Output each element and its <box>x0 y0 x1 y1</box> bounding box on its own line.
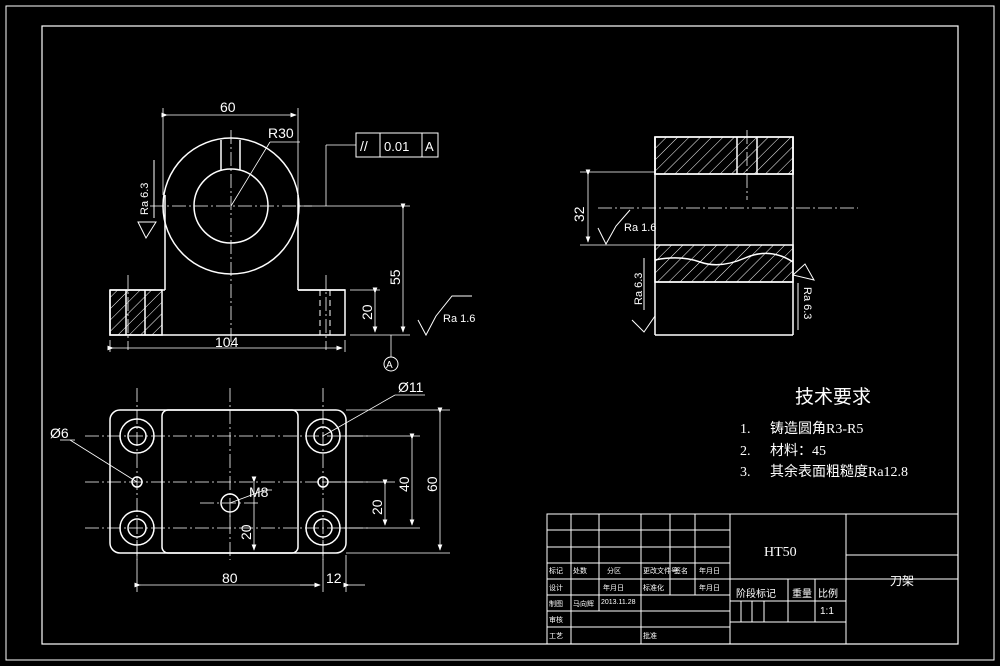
tb-part-name: 刀架 <box>890 574 915 588</box>
dim-inner: 40 <box>396 476 412 492</box>
tb-material: HT50 <box>764 545 797 560</box>
dim-total: 60 <box>424 476 440 492</box>
roughness-symbol-left <box>137 160 157 240</box>
tech-req-text: 其余表面粗糙度Ra12.8 <box>770 465 909 480</box>
tech-req-item-2: 2. 材料：45 <box>740 440 826 460</box>
tolerance-datum: A <box>425 139 434 154</box>
datum-label: A <box>386 360 393 371</box>
dim-thread: M8 <box>249 484 269 500</box>
dim-length: 80 <box>222 570 238 586</box>
side-centerlines <box>598 130 858 209</box>
dim-side-height: 32 <box>571 206 587 222</box>
tech-req-item-3: 3. 其余表面粗糙度Ra12.8 <box>740 461 908 481</box>
roughness-symbol-bottom <box>417 295 472 337</box>
dim-thread-offset: 20 <box>238 524 254 540</box>
datum-circle <box>383 356 399 372</box>
dim-height: 55 <box>387 269 403 285</box>
side-view <box>654 136 794 336</box>
plan-centerlines <box>85 388 370 560</box>
tb-zone: 分区 <box>607 568 621 575</box>
roughness-symbol-bore <box>597 209 631 246</box>
tb-stage-mark: 阶段标记 <box>736 589 776 600</box>
roughness-symbol-side-left <box>631 258 656 333</box>
dim-hole-large: Ø11 <box>398 379 424 395</box>
tech-req-text: 铸造圆角R3-R5 <box>770 422 864 437</box>
inner-border <box>41 25 959 645</box>
tolerance-symbol: // <box>360 138 368 154</box>
roughness-side-right: Ra 6.3 <box>801 287 813 319</box>
tb-date3: 年月日 <box>699 585 720 592</box>
tb-process: 工艺 <box>549 633 563 640</box>
roughness-left: Ra 6.3 <box>139 183 151 215</box>
dim-width: 60 <box>220 99 236 115</box>
tolerance-frame <box>355 132 439 158</box>
dim-radius: R30 <box>268 125 294 141</box>
tb-date: 年月日 <box>699 568 720 575</box>
tb-mark: 标记 <box>549 568 563 575</box>
title-block-grid <box>546 513 959 645</box>
plan-dimensions <box>60 394 450 592</box>
tb-scale: 1:1 <box>820 606 834 617</box>
outer-border <box>5 5 995 661</box>
tb-review: 审核 <box>549 617 563 624</box>
front-dimensions <box>107 108 410 357</box>
tb-standardize: 标准化 <box>643 585 664 592</box>
dim-hole-small: Ø6 <box>50 425 69 441</box>
tb-drawing: 制图 <box>549 601 563 608</box>
tb-count: 处数 <box>573 568 587 575</box>
dim-step: 20 <box>359 304 375 320</box>
tb-approve: 批准 <box>643 633 657 640</box>
plan-view <box>109 409 347 554</box>
tech-req-title: 技术要求 <box>795 387 872 408</box>
tech-req-num: 1. <box>740 422 751 437</box>
tb-signature: 签名 <box>674 568 688 575</box>
tb-change-doc: 更改文件号 <box>643 568 678 575</box>
tech-req-num: 3. <box>740 465 751 480</box>
tech-req-num: 2. <box>740 444 751 459</box>
tech-req-text: 材料：45 <box>770 444 826 459</box>
tolerance-value: 0.01 <box>384 139 409 154</box>
roughness-side-left: Ra 6.3 <box>633 273 645 305</box>
dim-half: 20 <box>369 499 385 515</box>
side-dimensions <box>580 169 655 246</box>
tb-drafter: 马向辉 <box>573 601 594 608</box>
tech-req-item-1: 1. 铸造圆角R3-R5 <box>740 418 863 438</box>
dim-base: 104 <box>215 334 239 350</box>
tb-date2: 年月日 <box>603 585 624 592</box>
roughness-bottom: Ra 1.6 <box>443 313 475 325</box>
dim-edge: 12 <box>326 570 342 586</box>
tb-ratio: 比例 <box>818 589 838 600</box>
tb-design: 设计 <box>549 585 563 592</box>
tb-weight: 重量 <box>792 589 812 600</box>
front-centerlines <box>127 130 327 350</box>
roughness-symbol-side-right <box>791 263 815 330</box>
tb-draft-date: 2013.11.28 <box>601 599 636 606</box>
roughness-bore: Ra 1.6 <box>624 222 656 234</box>
